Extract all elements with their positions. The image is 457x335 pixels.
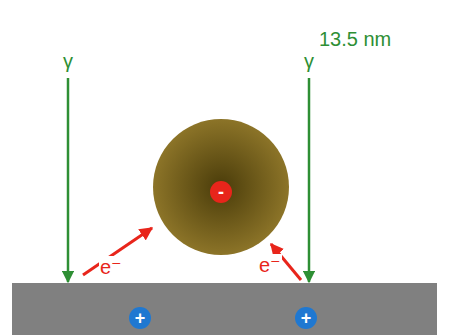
charge-sign: + (301, 309, 312, 327)
photon-arrow (67, 78, 70, 282)
charge-dot: - (210, 181, 232, 203)
charge-dot: + (295, 307, 317, 329)
wavelength-label: 13.5 nm (318, 28, 392, 51)
electron-label: e⁻ (99, 256, 123, 279)
photon-label: γ (303, 50, 315, 73)
charge-dot: + (129, 307, 151, 329)
substrate (12, 283, 437, 335)
charge-sign: + (135, 309, 146, 327)
photon-label: γ (62, 50, 74, 73)
electron-label: e⁻ (258, 254, 282, 277)
charge-sign: - (218, 183, 224, 201)
photon-arrow (308, 78, 311, 282)
nanoparticle (153, 119, 289, 255)
